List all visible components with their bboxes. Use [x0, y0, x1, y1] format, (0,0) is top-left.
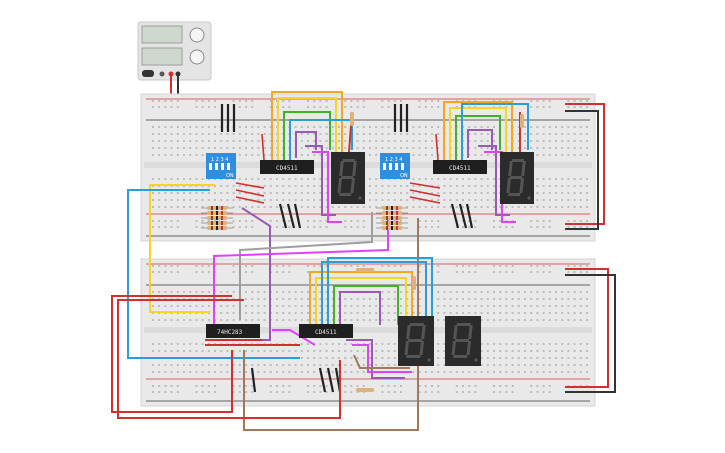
- wire-rail-bot-red[interactable]: [565, 268, 609, 388]
- power-supply-icon[interactable]: [137, 21, 212, 81]
- wires-red-jumpers[interactable]: [235, 133, 441, 204]
- resistor-bottom[interactable]: [350, 112, 524, 392]
- dip-switch-right[interactable]: 1 2 3 4 ON: [380, 153, 410, 179]
- chip-cd4511-top-right[interactable]: CD4511: [433, 160, 487, 174]
- dip-switch-right-label: ON: [400, 173, 408, 179]
- wire-rail-top-red[interactable]: [565, 103, 605, 225]
- display-bottom-2[interactable]: [445, 316, 481, 366]
- chip-cd4511-bottom[interactable]: CD4511: [299, 324, 353, 338]
- display-top-left[interactable]: [331, 152, 365, 204]
- dip-switch-left-numbers: 1 2 3 4: [211, 157, 229, 163]
- wire-rail-top-black[interactable]: [565, 110, 599, 230]
- power-rails: [146, 98, 590, 402]
- dip-switch-left-label: ON: [226, 173, 234, 179]
- dip-switch-right-numbers: 1 2 3 4: [385, 157, 403, 163]
- display-bottom-1[interactable]: [398, 316, 434, 366]
- chip-74hc283-bottom[interactable]: 74HC283: [206, 324, 260, 338]
- chip-cd4511-top-left[interactable]: CD4511: [260, 160, 314, 174]
- display-top-right[interactable]: [500, 152, 534, 204]
- knob-icon[interactable]: [189, 27, 205, 43]
- wires-black-jumpers[interactable]: [220, 104, 474, 393]
- resistor-bank-left[interactable]: [201, 206, 233, 230]
- knob-icon[interactable]: [189, 49, 205, 65]
- chip-label: CD4511: [315, 329, 337, 336]
- chip-label: CD4511: [449, 165, 471, 172]
- wires-top-right[interactable]: [443, 101, 529, 223]
- wires-top-left[interactable]: [271, 91, 353, 223]
- dip-switch-left[interactable]: 1 2 3 4 ON: [206, 153, 236, 179]
- chip-label: CD4511: [276, 165, 298, 172]
- wire-rail-bot-black[interactable]: [565, 274, 616, 393]
- resistor-bank-right[interactable]: [376, 206, 408, 230]
- chip-label: 74HC283: [217, 329, 243, 336]
